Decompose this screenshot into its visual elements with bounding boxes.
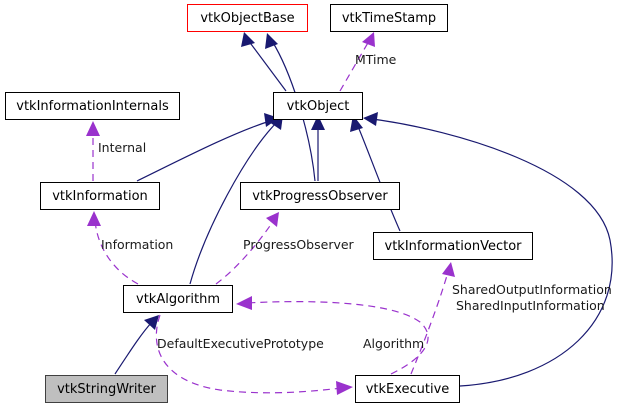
class-node-vtkalgorithm[interactable]: vtkAlgorithm xyxy=(123,285,233,313)
edge-vtkstringwriter-to-vtkalgorithm xyxy=(114,315,159,375)
class-node-vtkinformation[interactable]: vtkInformation xyxy=(40,182,160,210)
edge-label-sharedinputinformation: SharedInputInformation xyxy=(456,298,605,313)
class-node-vtkexecutive[interactable]: vtkExecutive xyxy=(355,375,460,403)
class-node-vtkinformationinternals[interactable]: vtkInformationInternals xyxy=(5,92,180,120)
edge-vtkobject-to-vtktimestamp xyxy=(339,32,375,92)
edge-vtkalgorithm-to-vtkprogressobserver xyxy=(215,212,279,285)
edge-vtkexecutive-to-vtkobject xyxy=(363,112,613,387)
edge-vtkinformationvector-to-vtkobject xyxy=(350,115,401,232)
class-label: vtkExecutive xyxy=(365,381,450,397)
edge-label-information: Information xyxy=(101,237,174,252)
edge-vtkalgorithm-to-vtkexecutive xyxy=(155,314,353,395)
edge-vtkalgorithm-to-vtkinformation xyxy=(87,211,139,285)
class-label: vtkInformationInternals xyxy=(16,98,169,114)
class-label: vtkProgressObserver xyxy=(252,188,388,204)
class-node-vtkobject[interactable]: vtkObject xyxy=(273,92,363,120)
edge-label-sharedoutputinformation: SharedOutputInformation xyxy=(452,282,612,297)
class-label: vtkObjectBase xyxy=(200,10,295,26)
class-node-vtkstringwriter[interactable]: vtkStringWriter xyxy=(45,375,168,403)
edge-label-progressobserver: ProgressObserver xyxy=(243,237,354,252)
class-node-vtkinformationvector[interactable]: vtkInformationVector xyxy=(373,232,533,260)
edge-label-algorithm: Algorithm xyxy=(363,336,425,351)
class-label: vtkObject xyxy=(286,98,350,114)
class-node-vtkprogressobserver[interactable]: vtkProgressObserver xyxy=(240,182,400,210)
edge-label-defaultexecutiveprototype: DefaultExecutivePrototype xyxy=(157,336,324,351)
edge-vtkexecutive-to-vtkinformationvector xyxy=(410,262,455,375)
edge-vtkinformation-to-vtkobject xyxy=(136,113,279,182)
edge-label-internal: Internal xyxy=(98,140,147,155)
class-label: vtkAlgorithm xyxy=(136,291,220,307)
class-label: vtkInformation xyxy=(52,188,148,204)
edge-vtkinformation-to-vtkinformationinternals xyxy=(86,121,100,181)
edge-vtkexecutive-to-vtkalgorithm xyxy=(236,296,429,375)
edge-label-mtime: MTime xyxy=(355,52,397,67)
edge-vtkprogressobserver-to-vtkobject xyxy=(311,115,325,181)
class-label: vtkInformationVector xyxy=(384,238,522,254)
class-node-vtktimestamp[interactable]: vtkTimeStamp xyxy=(330,4,448,32)
class-label: vtkTimeStamp xyxy=(341,10,437,26)
class-node-vtkobjectbase[interactable]: vtkObjectBase xyxy=(187,4,308,32)
edge-vtkobject-to-vtkobjectbase xyxy=(241,32,287,92)
class-label: vtkStringWriter xyxy=(57,381,156,397)
